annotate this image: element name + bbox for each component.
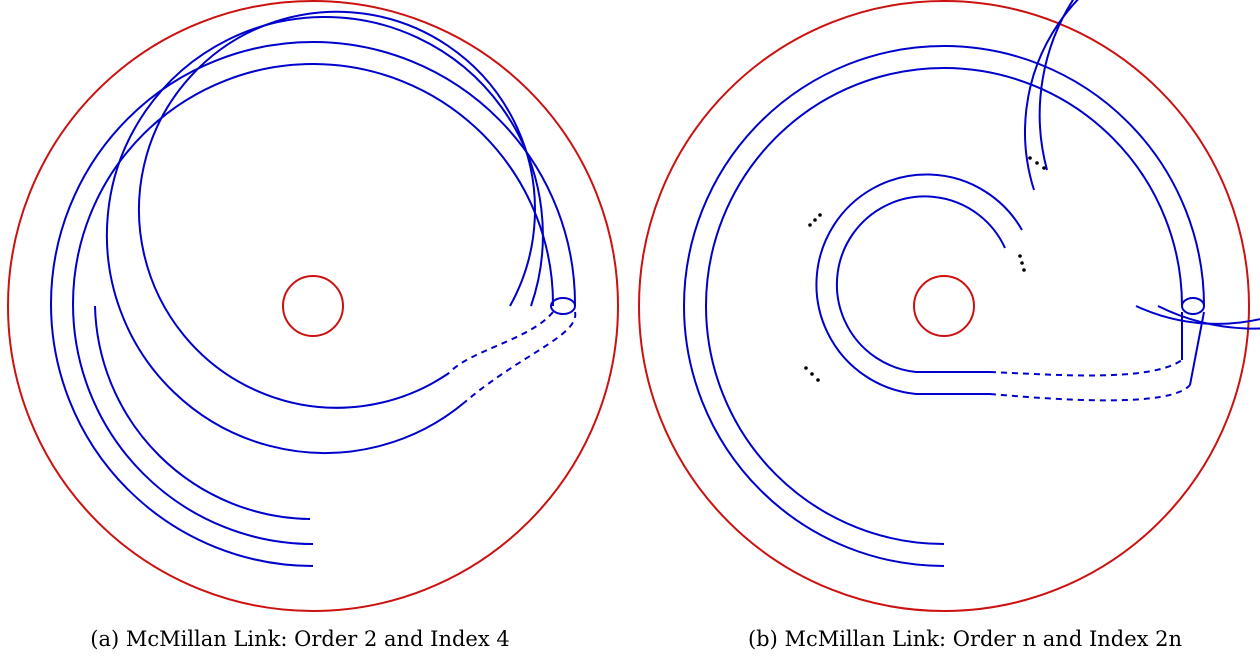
dashed-strand-a-1 [448, 311, 554, 374]
link-strand-b-1 [1024, 0, 1260, 325]
inner-arc-b-2 [815, 173, 1023, 395]
ellipsis-dots-b-1 [808, 213, 822, 227]
link-strand-a-2 [105, 16, 544, 454]
dashed-strand-b-1 [989, 359, 1183, 377]
figure-b [638, 0, 1260, 612]
core-circle-a [282, 275, 344, 337]
link-strand-b-2 [1038, 0, 1260, 330]
outer-boundary-circle-b [638, 0, 1250, 612]
ellipsis-dots-b-4 [804, 366, 820, 382]
link-strand-a-5 [50, 41, 577, 567]
outer-boundary-circle-a [7, 0, 619, 612]
dashed-strand-b-2 [989, 384, 1191, 402]
link-strand-a-1 [137, 10, 536, 409]
link-strand-b-4 [683, 45, 1205, 567]
inner-arc-b-1 [835, 195, 1006, 373]
dashed-strand-a-2 [464, 311, 577, 403]
figure-a [7, 0, 619, 612]
link-strand-a-4 [72, 63, 555, 545]
core-circle-b [913, 275, 975, 337]
caption-figure-a: (a) McMillan Link: Order 2 and Index 4 [90, 627, 510, 651]
clasp-loop-a [550, 297, 576, 315]
clasp-loop-b [1181, 297, 1205, 315]
ellipsis-dots-b-2 [1028, 156, 1046, 170]
caption-figure-b: (b) McMillan Link: Order n and Index 2n [747, 627, 1183, 651]
link-strand-b-3 [705, 67, 1183, 545]
link-strand-a-3 [94, 305, 311, 520]
clasp-lead-b-2 [1189, 311, 1205, 386]
ellipsis-dots-b-3 [1018, 254, 1026, 272]
